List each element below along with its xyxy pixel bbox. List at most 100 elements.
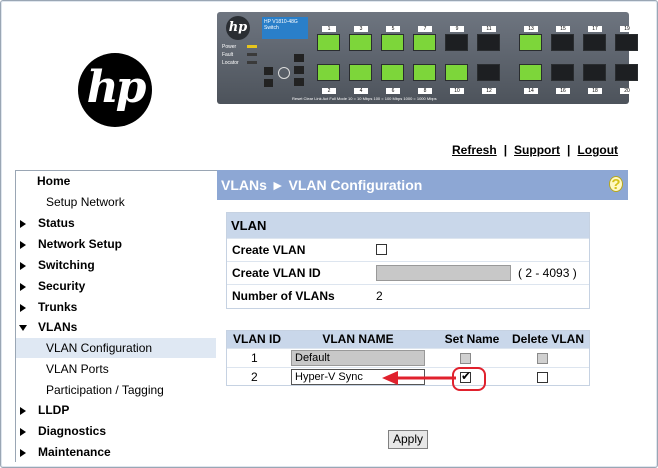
port-number: 7 xyxy=(418,26,432,32)
switch-front-panel: hp HP V1810-48G Switch Power Fault Locat… xyxy=(217,12,638,104)
sidebar-item-setup-network[interactable]: Setup Network xyxy=(16,192,216,212)
sidebar-item-label: Status xyxy=(38,216,75,230)
switch-port xyxy=(551,34,574,51)
sidebar-item-status[interactable]: Status xyxy=(16,213,216,233)
sidebar-item-lldp[interactable]: LLDP xyxy=(16,400,216,420)
expand-arrow-icon xyxy=(20,449,26,457)
sidebar-item-diagnostics[interactable]: Diagnostics xyxy=(16,421,216,441)
support-link[interactable]: Support xyxy=(514,143,561,157)
port-number: 20 xyxy=(620,88,634,94)
sidebar-item-participation-tagging[interactable]: Participation / Tagging xyxy=(16,380,216,400)
mode-button xyxy=(294,66,304,74)
sidebar-item-vlans[interactable]: VLANs xyxy=(16,317,216,337)
set-name-checkbox xyxy=(460,353,471,364)
column-header-set-name: Set Name xyxy=(444,332,500,346)
switch-port xyxy=(445,34,468,51)
port-number: 3 xyxy=(354,26,368,32)
expand-arrow-icon xyxy=(20,304,26,312)
sidebar-item-label: Trunks xyxy=(38,300,78,314)
port-number: 17 xyxy=(588,26,602,32)
sidebar-nav: Home Setup Network Status Network Setup … xyxy=(15,170,217,462)
mode-button xyxy=(264,67,273,75)
mode-button xyxy=(294,78,304,86)
expand-arrow-icon xyxy=(20,407,26,415)
create-vlan-label: Create VLAN xyxy=(232,243,306,257)
table-header: VLAN ID VLAN NAME Set Name Delete VLAN xyxy=(227,331,589,348)
page-title: VLANs ► VLAN Configuration xyxy=(221,177,423,193)
switch-hp-logo: hp xyxy=(226,16,250,40)
check-mark-icon: ✔ xyxy=(461,369,472,383)
help-icon[interactable]: ? xyxy=(609,176,623,193)
port-number: 15 xyxy=(556,26,570,32)
page-title-bar: VLANs ► VLAN Configuration ? xyxy=(217,170,628,200)
create-vlan-id-input[interactable] xyxy=(376,265,511,281)
switch-port xyxy=(381,34,404,51)
sidebar-item-label: Participation / Tagging xyxy=(46,383,164,397)
sidebar-item-vlan-configuration[interactable]: VLAN Configuration xyxy=(16,338,216,358)
expand-arrow-icon xyxy=(20,241,26,249)
sidebar-item-network-setup[interactable]: Network Setup xyxy=(16,234,216,254)
switch-port xyxy=(615,34,638,51)
set-name-checkbox[interactable]: ✔ xyxy=(460,369,472,383)
mode-panel xyxy=(264,49,310,91)
apply-button[interactable]: Apply xyxy=(388,430,428,449)
vlan-table: VLAN ID VLAN NAME Set Name Delete VLAN 1… xyxy=(226,330,590,386)
switch-port xyxy=(349,64,372,81)
expand-arrow-icon xyxy=(20,262,26,270)
sidebar-item-label: VLAN Ports xyxy=(46,362,109,376)
switch-port xyxy=(583,64,606,81)
collapse-arrow-icon xyxy=(19,325,27,331)
hp-logo-text: hp xyxy=(86,62,147,113)
hp-logo: hp xyxy=(78,53,152,127)
logout-link[interactable]: Logout xyxy=(577,143,619,157)
vlan-id-range: ( 2 - 4093 ) xyxy=(518,266,577,280)
switch-port xyxy=(413,34,436,51)
annotation-arrow-icon xyxy=(382,371,456,385)
port-number: 1 xyxy=(322,26,336,32)
switch-port xyxy=(413,64,436,81)
link-separator: | xyxy=(567,143,571,157)
vlan-id-cell: 2 xyxy=(251,370,258,384)
sidebar-item-security[interactable]: Security xyxy=(16,276,216,296)
vlan-name-input: Default xyxy=(291,350,425,366)
sidebar-item-vlan-ports[interactable]: VLAN Ports xyxy=(16,359,216,379)
sidebar-item-label: Maintenance xyxy=(38,445,111,459)
sidebar-item-home[interactable]: Home xyxy=(16,171,216,191)
top-links: Refresh | Support | Logout xyxy=(452,143,618,157)
create-vlan-id-label: Create VLAN ID xyxy=(232,266,321,280)
switch-port xyxy=(477,64,500,81)
port-number: 13 xyxy=(524,26,538,32)
vlan-settings-panel: VLAN Create VLAN Create VLAN ID ( 2 - 40… xyxy=(226,212,590,309)
switch-port xyxy=(519,64,542,81)
fault-led xyxy=(247,53,257,56)
mode-button xyxy=(294,54,304,62)
link-separator: | xyxy=(503,143,508,157)
sidebar-item-maintenance[interactable]: Maintenance xyxy=(16,442,216,462)
sidebar-item-label: VLAN Configuration xyxy=(46,341,153,355)
refresh-link[interactable]: Refresh xyxy=(452,143,497,157)
number-of-vlans-label: Number of VLANs xyxy=(232,289,335,303)
expand-arrow-icon xyxy=(20,283,26,291)
port-number: 16 xyxy=(556,88,570,94)
create-vlan-row: Create VLAN xyxy=(227,238,589,261)
switch-legend: Reset Clear Link Act Full Mode 10 = 10 M… xyxy=(292,96,437,101)
sidebar-item-switching[interactable]: Switching xyxy=(16,255,216,275)
locator-led xyxy=(247,61,257,64)
switch-port xyxy=(615,64,638,81)
switch-port xyxy=(519,34,542,51)
port-number: 4 xyxy=(354,88,368,94)
switch-port xyxy=(317,34,340,51)
port-number: 19 xyxy=(620,26,634,32)
port-number: 2 xyxy=(322,88,336,94)
column-header-vlan-name: VLAN NAME xyxy=(322,332,394,346)
sidebar-item-label: Setup Network xyxy=(46,195,125,209)
port-number: 9 xyxy=(450,26,464,32)
sidebar-item-trunks[interactable]: Trunks xyxy=(16,297,216,317)
delete-vlan-checkbox xyxy=(537,353,548,364)
delete-vlan-checkbox[interactable] xyxy=(537,372,548,383)
port-number: 14 xyxy=(524,88,538,94)
sidebar-item-label: LLDP xyxy=(38,403,70,417)
create-vlan-checkbox[interactable] xyxy=(376,244,387,255)
switch-port xyxy=(583,34,606,51)
locator-led-label: Locator xyxy=(222,60,239,66)
